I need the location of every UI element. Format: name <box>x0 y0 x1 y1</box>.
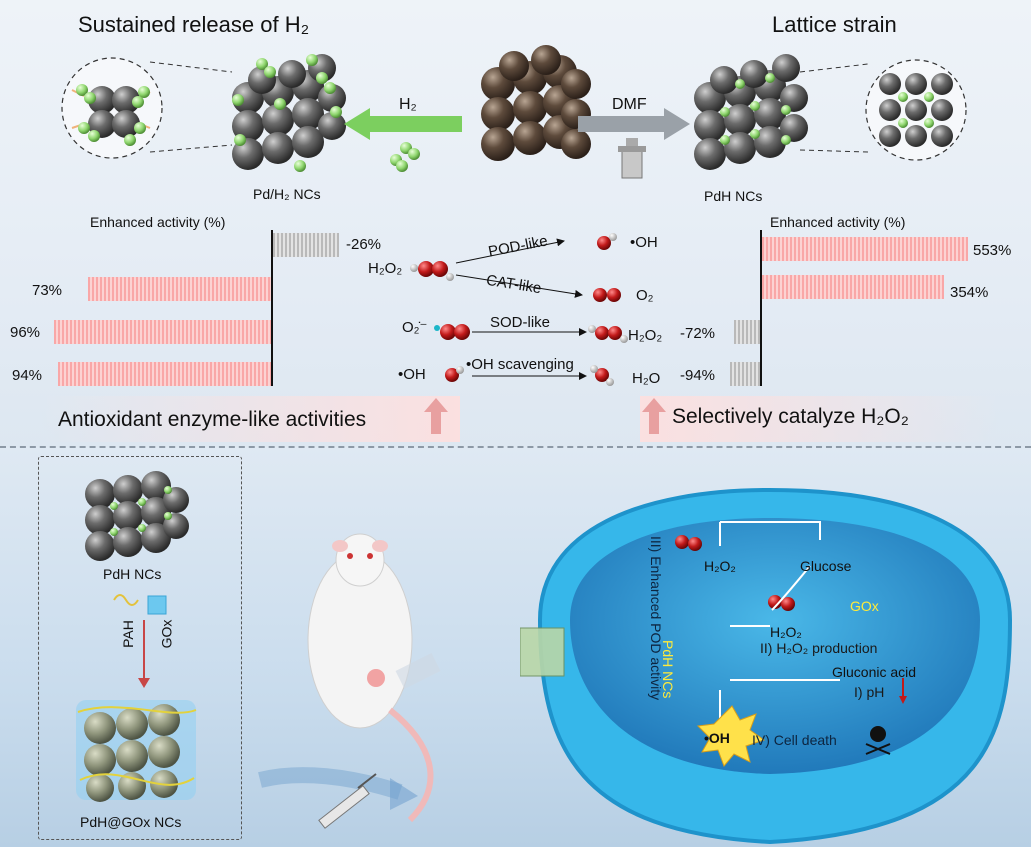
h2o2-reactant-label: H₂O₂ <box>368 260 403 277</box>
cell-h2o2-mid-icon <box>768 595 795 611</box>
dmf-arrow-label: DMF <box>612 96 647 113</box>
left-chart-axis <box>271 230 273 386</box>
o2-molecule-icon <box>593 288 621 302</box>
syringe-icon <box>318 773 377 829</box>
synthesis-box <box>38 456 242 840</box>
pdh-gox-label: PdH@GOx NCs <box>80 814 182 830</box>
left-bar-1 <box>88 277 271 301</box>
oh-burst-icon <box>696 705 766 767</box>
sod-like-label: SOD-like <box>490 314 551 331</box>
enhanced-pod-vertical-label: III) Enhanced POD activity <box>648 536 664 701</box>
tumor-cell-illustration <box>520 487 1013 845</box>
h2o-molecule-icon <box>590 365 614 386</box>
left-title-h2: H₂ <box>284 12 310 37</box>
pah-label: PAH <box>119 620 136 648</box>
right-chart-axis <box>760 230 762 386</box>
oh-product-label: •OH <box>630 234 658 251</box>
h2o2-molecule-icon <box>410 261 454 281</box>
right-chart-title: Enhanced activity (%) <box>770 214 906 230</box>
superoxide-icon <box>434 324 470 340</box>
pdh2-nc-label: Pd/H₂ NCs <box>253 186 321 202</box>
nanocube-in-membrane-icon <box>520 627 565 677</box>
right-bar-0 <box>762 237 968 261</box>
h2o2-product-label: H₂O₂ <box>628 327 663 344</box>
pdh-nc-bottom-label: PdH NCs <box>103 566 162 582</box>
cell-h2o2-top-icon <box>675 535 702 551</box>
superoxide-label: O₂̇⁻ <box>402 319 428 336</box>
right-bar-label-1: 354% <box>950 284 989 301</box>
up-arrow-right-icon <box>642 398 666 434</box>
h2-molecules <box>390 142 420 172</box>
cell-h2o2-top-label: H₂O₂ <box>704 558 736 574</box>
pdh-nanocube <box>694 54 869 170</box>
h2o2-product-icon <box>588 325 628 343</box>
left-bar-label-3: 94% <box>12 367 43 384</box>
pah-polymer-icon <box>113 594 139 606</box>
oh-burst-label: •OH <box>704 730 730 746</box>
cell-pathway-arrows <box>719 521 840 720</box>
gox-label: GOx <box>158 619 175 649</box>
h2o2-production-label: II) H₂O₂ production <box>760 640 878 656</box>
gox-icon <box>147 595 167 615</box>
left-bar-3 <box>58 362 271 386</box>
oh-radical-icon <box>597 233 617 250</box>
left-bar-0 <box>273 233 339 257</box>
antioxidant-label: Antioxidant enzyme-like activities <box>58 408 367 431</box>
left-ribbon <box>40 396 460 442</box>
up-arrow-left-icon <box>424 398 448 434</box>
right-bar-3 <box>730 362 760 386</box>
cell-h2o2-mid-label: H₂O₂ <box>770 624 802 640</box>
pdh-zoom-circle <box>865 59 967 161</box>
dmf-arrow <box>578 108 690 140</box>
oh-reactant-label: •OH <box>398 366 426 383</box>
synthesis-illustration <box>76 471 197 802</box>
skull-icon <box>865 726 891 755</box>
ph-label: I) pH <box>854 684 885 700</box>
section-divider <box>0 446 1031 448</box>
left-bar-2 <box>54 320 271 344</box>
right-bar-2 <box>734 320 760 344</box>
cell-death-label: IV) Cell death <box>752 732 837 748</box>
top-illustration <box>61 45 967 179</box>
left-bar-label-0: -26% <box>346 236 382 253</box>
h2-arrow-label: H₂ <box>399 96 417 113</box>
right-bar-label-0: 553% <box>973 242 1012 259</box>
mouse-injection-illustration <box>258 533 441 829</box>
oh-scavenging-label: •OH scavenging <box>466 356 574 373</box>
cat-arrow <box>455 274 583 298</box>
pdh2-nanocube <box>232 54 346 172</box>
selective-catalysis-label: Selectively catalyze H₂O₂ <box>672 405 909 428</box>
delivery-arrow <box>258 767 403 800</box>
reaction-schemes <box>410 233 628 386</box>
gluconic-acid-label: Gluconic acid <box>832 664 917 680</box>
left-chart-title: Enhanced activity (%) <box>90 214 226 230</box>
left-title: Sustained release of H₂ <box>78 12 310 37</box>
left-bar-label-2: 96% <box>10 324 41 341</box>
o2-product-label: O₂ <box>636 287 654 304</box>
pdh-gox-nanocube <box>76 700 197 802</box>
right-title: Lattice strain <box>772 12 897 37</box>
right-bar-1 <box>762 275 944 299</box>
pd-nanocube <box>481 45 591 161</box>
right-ribbon <box>640 396 1000 442</box>
pdh-nc-label: PdH NCs <box>704 188 763 204</box>
glucose-label: Glucose <box>800 558 852 574</box>
h2o-product-label: H₂O <box>632 370 661 387</box>
pdh2-zoom-circle <box>61 57 233 159</box>
autoclave-icon <box>618 138 646 179</box>
pdh-nanocube-bottom <box>85 471 189 561</box>
h2-release-arrow <box>344 108 462 140</box>
cell-gox-label: GOx <box>850 598 879 614</box>
oh-reactant-icon <box>445 366 464 382</box>
ph-down-arrow-icon <box>899 678 907 704</box>
right-bar-label-3: -94% <box>680 367 716 384</box>
right-bar-label-2: -72% <box>680 325 716 342</box>
pod-arrow <box>455 238 565 264</box>
mouse-icon <box>307 533 441 823</box>
left-bar-label-1: 73% <box>32 282 63 299</box>
